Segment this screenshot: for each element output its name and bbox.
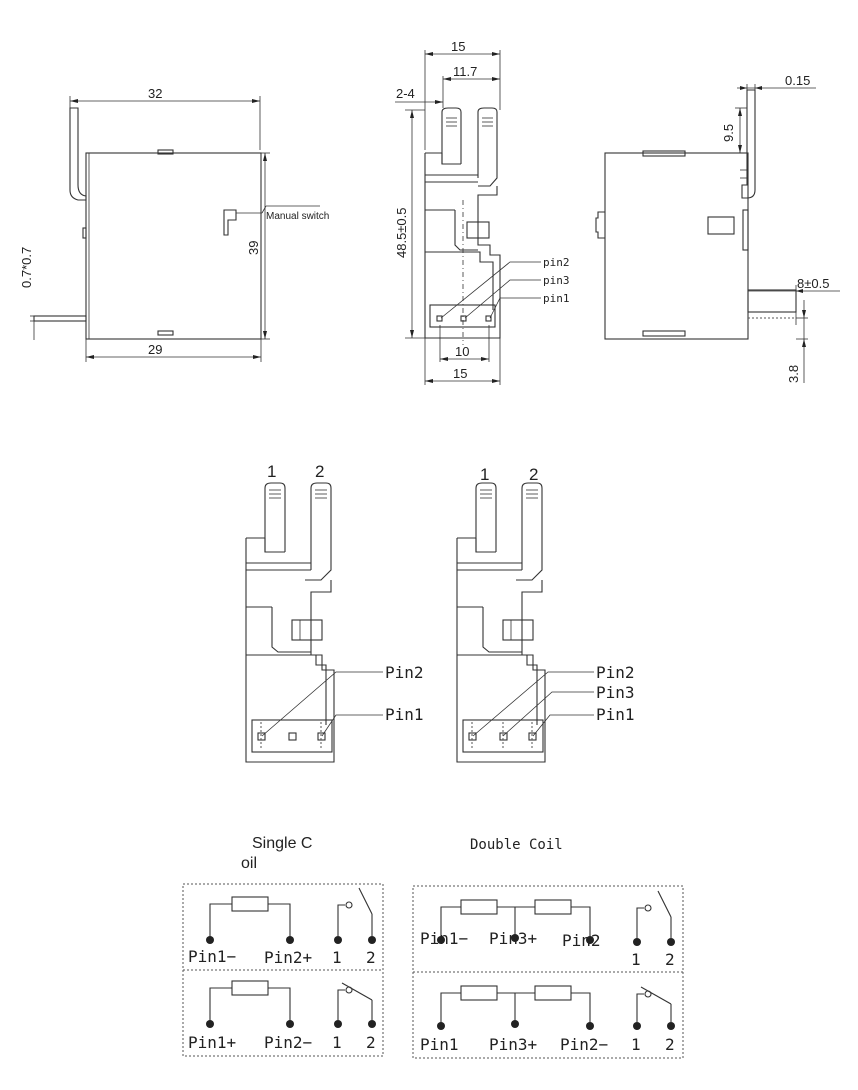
dim-mid-bottom-width: 15 [453, 366, 467, 381]
single-pin2-label: Pin2 [385, 663, 424, 682]
single-bottom-right-label: Pin2− [264, 1033, 312, 1052]
middle-front-view: 15 11.7 2-4 48.5±0.5 [394, 39, 570, 385]
left-side-view: 32 Manual switch 39 0.7*0.7 [19, 86, 329, 362]
dim-left-height: 39 [246, 241, 261, 255]
double-top-c1-label: 1 [631, 950, 641, 969]
dim-mid-bottom-inner: 10 [455, 344, 469, 359]
double-terminal-1-label: 1 [480, 465, 489, 484]
single-coil-schematic: Pin1− Pin2+ 1 2 Pin1+ Pin2− 1 2 [182, 883, 384, 1057]
single-coil-title-line1: Single C [252, 835, 312, 852]
right-side-view: 0.15 9.5 8±0.5 3.8 [595, 73, 840, 383]
variant-double-view: 1 2 Pin2 Pin3 Pin1 [456, 465, 635, 763]
double-terminal-2-label: 2 [529, 465, 538, 484]
dim-right-pin-offset: 3.8 [786, 365, 801, 383]
double-coil-schematic: Pin1− Pin3+ Pin2 1 2 Pin1 Pin3+ Pin2− 1 … [412, 885, 684, 1059]
dim-mid-top-width: 15 [451, 39, 465, 54]
double-top-mid-label: Pin3+ [489, 929, 537, 948]
double-coil-title: Double Coil [470, 837, 563, 853]
double-pin1-label: Pin1 [596, 705, 635, 724]
single-top-left-label: Pin1− [188, 947, 236, 966]
dim-right-pin-length: 8±0.5 [797, 276, 829, 291]
dim-right-thickness: 0.15 [785, 73, 810, 88]
double-top-c2-label: 2 [665, 950, 675, 969]
single-top-c1-label: 1 [332, 948, 342, 967]
single-terminal-2-label: 2 [315, 462, 324, 481]
variant-single-view: 1 2 Pin2 Pin1 [245, 462, 424, 763]
double-bottom-right-label: Pin2− [560, 1035, 608, 1054]
single-terminal-1-label: 1 [267, 462, 276, 481]
double-pin2-label: Pin2 [596, 663, 635, 682]
mid-pin3-label: pin3 [543, 274, 570, 287]
dim-right-terminal-height: 9.5 [721, 124, 736, 142]
double-top-left-label: Pin1− [420, 929, 468, 948]
single-pin1-label: Pin1 [385, 705, 424, 724]
single-bottom-c1-label: 1 [332, 1033, 342, 1052]
dim-left-pin-offset: 0.7*0.7 [19, 247, 34, 288]
single-bottom-left-label: Pin1+ [188, 1033, 236, 1052]
mid-pin1-label: pin1 [543, 292, 570, 305]
double-top-right-label: Pin2 [562, 931, 601, 950]
double-pin3-label: Pin3 [596, 683, 635, 702]
schematic-titles: Single C oil Double Coil [241, 835, 563, 872]
dim-mid-inner-width: 11.7 [453, 64, 477, 79]
single-coil-title-line2: oil [241, 855, 257, 872]
mid-pin2-label: pin2 [543, 256, 570, 269]
single-bottom-c2-label: 2 [366, 1033, 376, 1052]
single-top-c2-label: 2 [366, 948, 376, 967]
single-top-right-label: Pin2+ [264, 948, 312, 967]
double-bottom-c1-label: 1 [631, 1035, 641, 1054]
double-bottom-c2-label: 2 [665, 1035, 675, 1054]
dim-left-top-width: 32 [148, 86, 162, 101]
manual-switch-label: Manual switch [266, 211, 329, 222]
double-bottom-mid-label: Pin3+ [489, 1035, 537, 1054]
dim-mid-height: 48.5±0.5 [394, 207, 409, 258]
double-bottom-left-label: Pin1 [420, 1035, 459, 1054]
dim-left-bottom-width: 29 [148, 342, 162, 357]
dim-mid-pin-gap: 2-4 [396, 86, 415, 101]
